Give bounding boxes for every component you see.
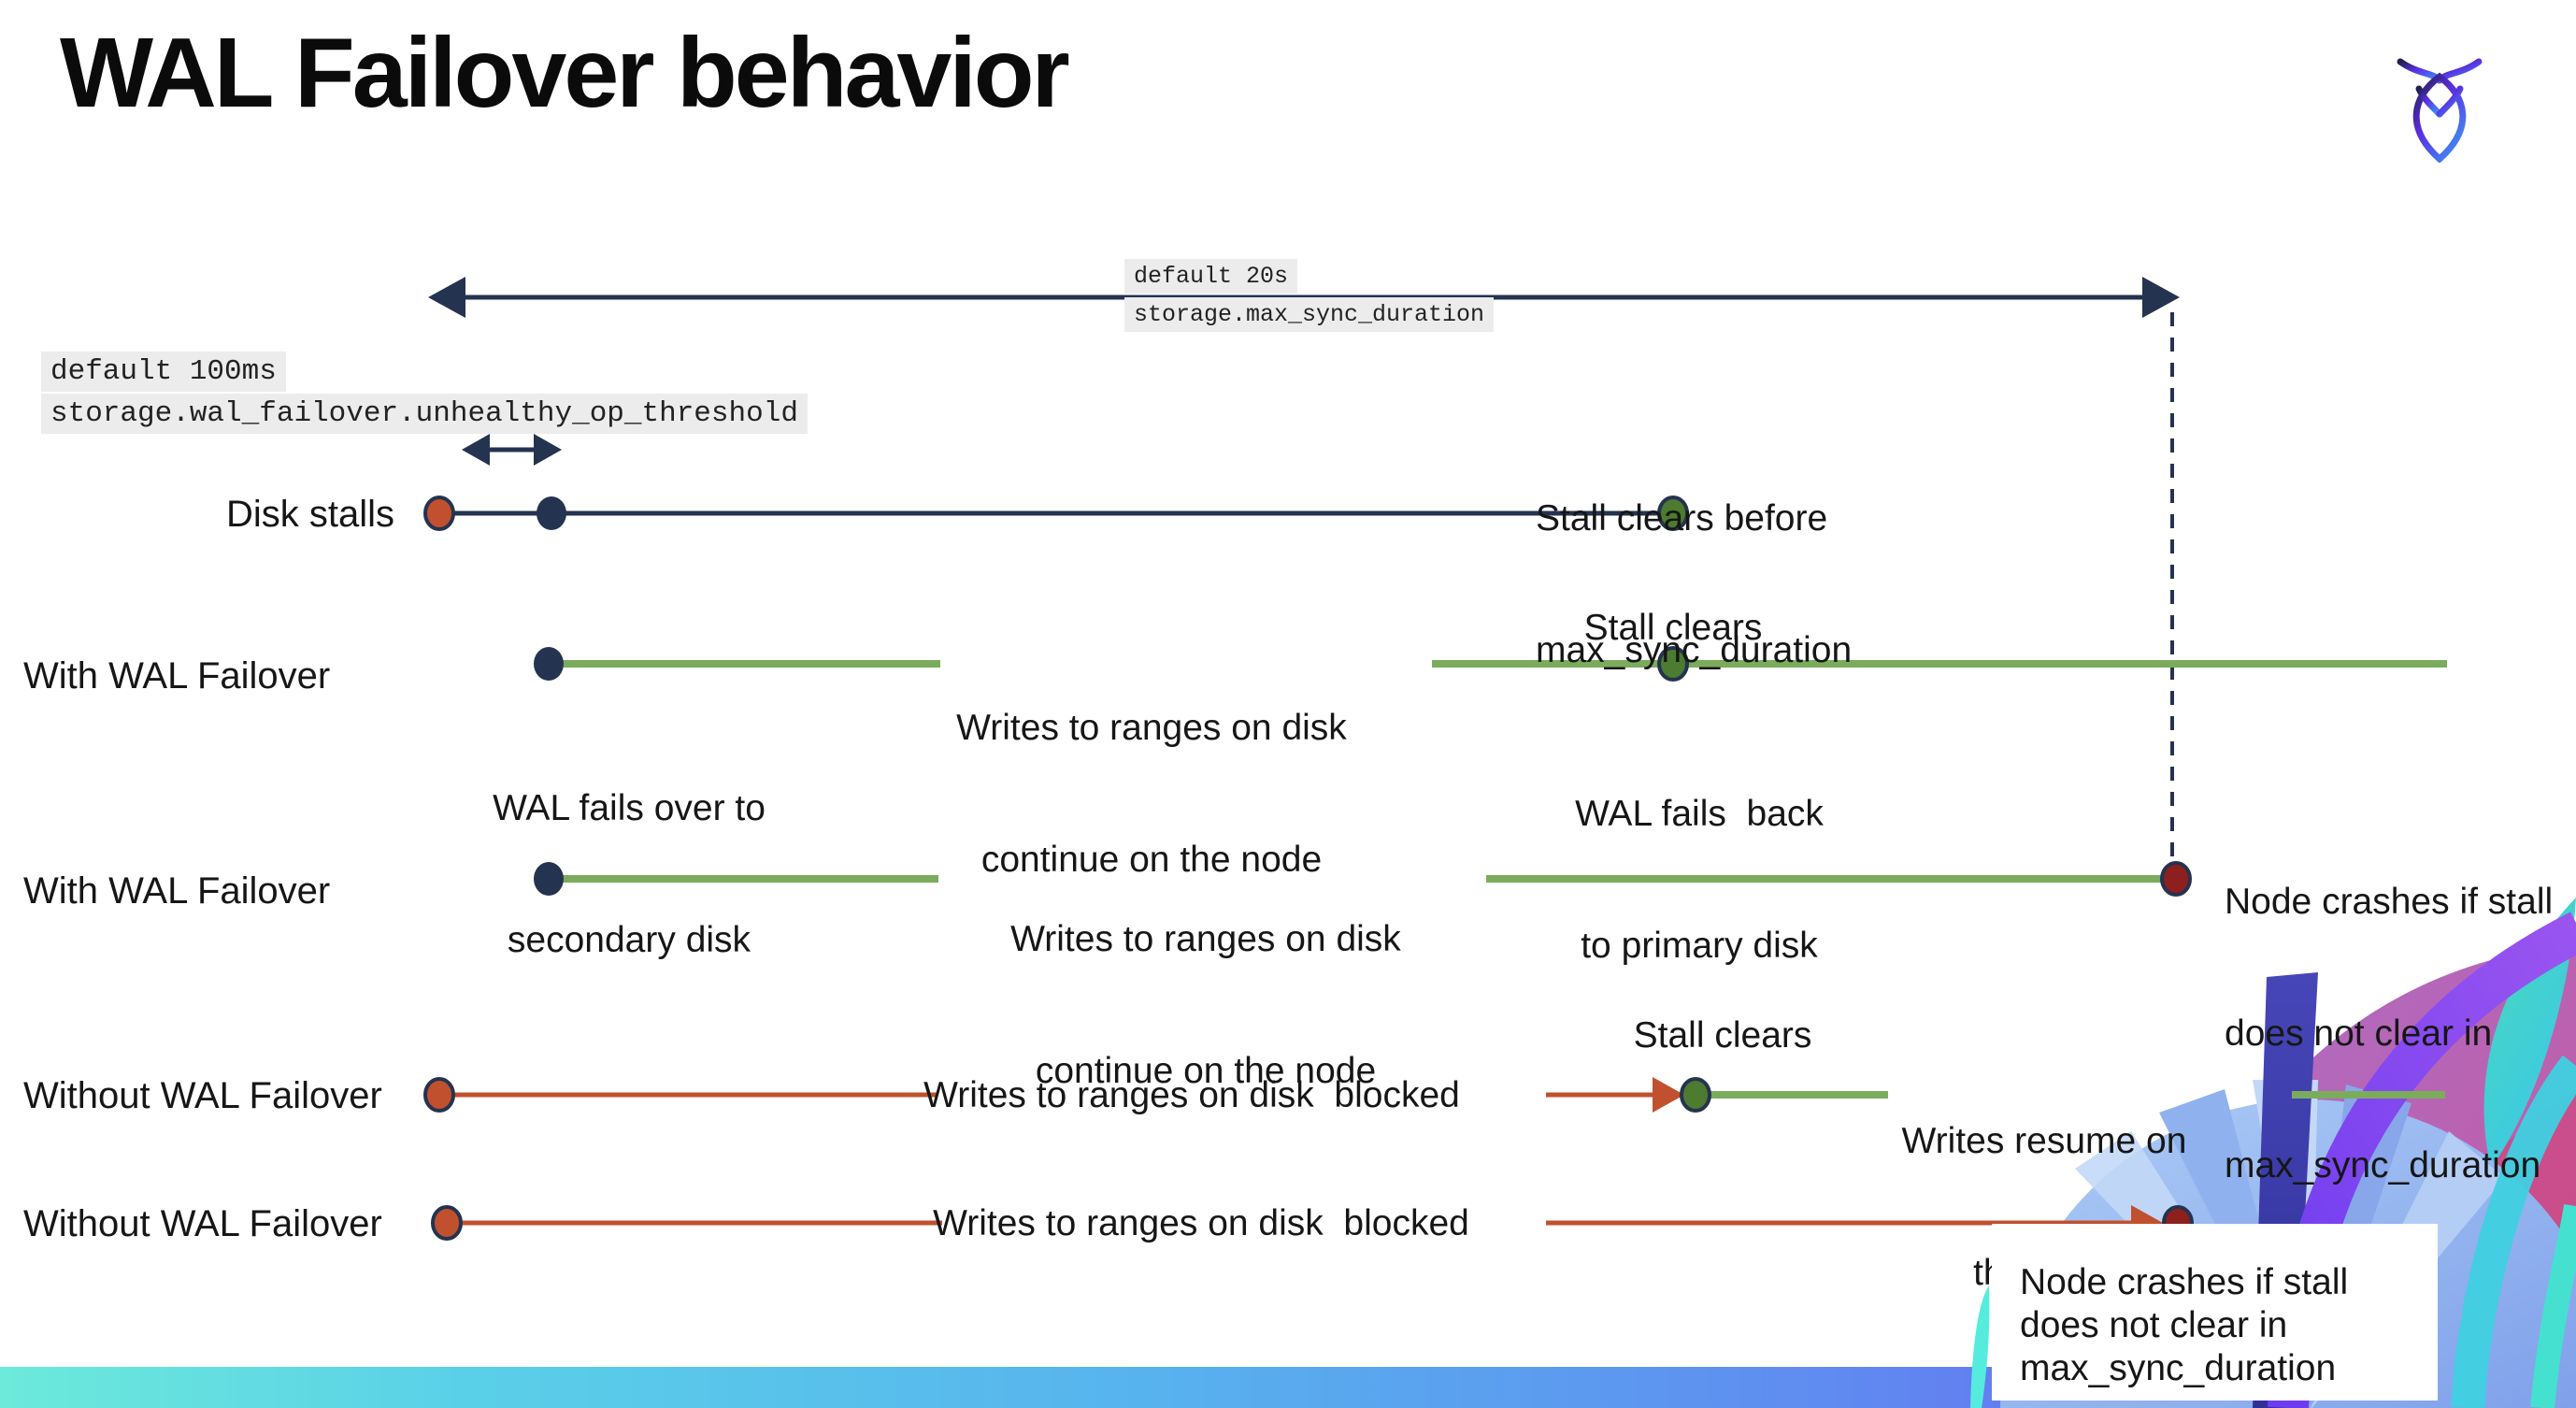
annotation-line: Node crashes if stall xyxy=(2020,1262,2349,1302)
annotation-line: Node crashes if stall xyxy=(2225,882,2554,922)
annotation-writes-continue-row2: Writes to ranges on disk continue on the… xyxy=(956,618,1347,926)
annotation-line: secondary disk xyxy=(507,920,751,960)
threshold-dot xyxy=(537,496,566,530)
annotation-line: WAL fails over to xyxy=(493,788,766,828)
annotation-line: Writes to ranges on disk xyxy=(1010,919,1401,959)
annotation-stall-clears-row2: Stall clears xyxy=(1583,608,1763,648)
failover-dot xyxy=(534,647,564,681)
stall-clears-dot xyxy=(1680,1077,1711,1113)
annotation-writes-blocked-row5: Writes to ranges on disk blocked xyxy=(933,1203,1469,1243)
row-disk-stalls-timeline xyxy=(423,496,1689,531)
annotation-line: max_sync_duration xyxy=(2020,1348,2337,1388)
config-value: default 100ms xyxy=(41,352,286,392)
annotation-wal-fails-back: WAL fails back to primary disk xyxy=(1575,704,1824,1012)
logo-glyph xyxy=(2397,58,2483,163)
annotation-line: does not clear in xyxy=(2020,1305,2288,1345)
row-label-disk-stalls: Disk stalls xyxy=(226,494,395,535)
annotation-line: Writes to ranges on disk xyxy=(956,708,1347,748)
row-no-failover-clears-timeline xyxy=(423,1077,2445,1113)
annotation-line: Writes resume on xyxy=(1901,1121,2187,1161)
annotation-wal-fails-over: WAL fails over to secondary disk xyxy=(493,698,766,1006)
stall-clears-dot xyxy=(1657,496,1689,531)
page-title: WAL Failover behavior xyxy=(60,18,1070,128)
annotation-line: does not clear in xyxy=(2225,1013,2493,1054)
annotation-line: WAL fails back xyxy=(1575,794,1824,834)
row-wal-failover-clears-timeline xyxy=(534,646,2447,682)
row-label-without-wal-failover-1: Without WAL Failover xyxy=(23,1075,382,1116)
stall-start-dot xyxy=(423,496,455,531)
unhealthy-setting-label: storage.wal_failover.unhealthy_op_thresh… xyxy=(41,394,808,434)
annotation-node-crashes-callout: Node crashes if stall does not clear in … xyxy=(1992,1224,2438,1401)
config-value: default 20s xyxy=(1124,259,1298,294)
annotation-line: continue on the node xyxy=(1035,1051,1377,1091)
stall-start-dot xyxy=(423,1077,455,1113)
row-label-without-wal-failover-2: Without WAL Failover xyxy=(23,1203,382,1244)
annotation-line: continue on the node xyxy=(980,840,1323,880)
max-sync-setting-label: storage.max_sync_duration xyxy=(1124,297,1495,332)
config-setting: storage.max_sync_duration xyxy=(1124,297,1495,332)
annotation-line: to primary disk xyxy=(1581,926,1818,966)
node-crash-dot xyxy=(2160,861,2192,897)
unhealthy-default-label: default 100ms xyxy=(41,352,286,392)
annotation-line: max_sync_duration xyxy=(2225,1145,2541,1185)
row-wal-failover-crash-timeline xyxy=(534,861,2192,897)
annotation-writes-blocked-row4: Writes to ranges on disk blocked xyxy=(923,1075,1460,1115)
annotation-stall-clears-row4: Stall clears xyxy=(1633,1015,1812,1056)
row-label-with-wal-failover-2: With WAL Failover xyxy=(23,870,331,912)
max-sync-default-label: default 20s xyxy=(1124,259,1298,294)
annotation-line: Stall clears before xyxy=(1536,498,1828,539)
row-label-with-wal-failover-1: With WAL Failover xyxy=(23,655,331,697)
annotation-writes-continue-row3: Writes to ranges on disk continue on the… xyxy=(1010,829,1401,1137)
annotation-node-crashes-row3: Node crashes if stall does not clear in … xyxy=(2225,792,2553,1231)
cockroachdb-logo-icon xyxy=(2397,58,2483,163)
annotation-stall-clears-before: Stall clears before max_sync_duration xyxy=(1536,409,1852,716)
red-arrowhead xyxy=(1653,1077,1684,1113)
unhealthy-op-threshold-arrow xyxy=(462,434,562,466)
failover-dot xyxy=(534,862,564,896)
stall-start-dot xyxy=(431,1205,463,1241)
stall-clears-dot xyxy=(1657,646,1689,682)
annotation-line: max_sync_duration xyxy=(1536,630,1853,670)
config-setting: storage.wal_failover.unhealthy_op_thresh… xyxy=(41,394,808,434)
